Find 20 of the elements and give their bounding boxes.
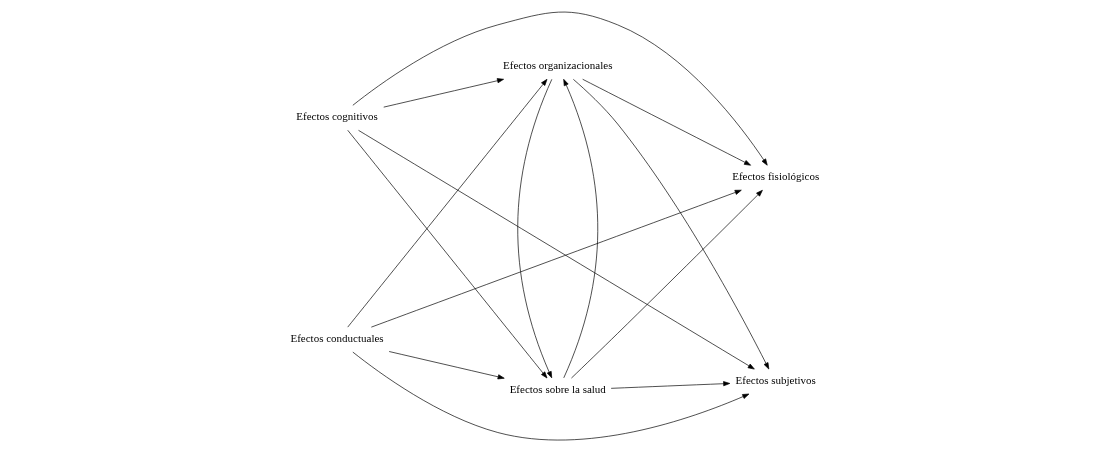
arrow — [352, 11, 768, 166]
arrow — [517, 78, 553, 378]
node-text: Efectos cognitivos — [296, 109, 378, 122]
arrow — [388, 350, 505, 379]
arrow — [582, 78, 751, 166]
arrow — [358, 129, 755, 369]
arrow — [573, 78, 770, 369]
arrow — [370, 189, 742, 327]
node-text: Efectos fisiológicos — [732, 169, 820, 182]
node-text: Efectos sobre la salud — [509, 382, 606, 395]
arrow — [563, 78, 599, 378]
node-text: Efectos subjetivos — [735, 373, 816, 386]
arrow — [347, 78, 548, 327]
arrow — [352, 351, 750, 440]
node-text: Efectos organizacionales — [503, 58, 613, 71]
node-text: Efectos conductuales — [290, 331, 384, 344]
arrow — [610, 380, 731, 389]
arrow — [383, 77, 504, 107]
arrow — [347, 129, 548, 378]
arrow — [571, 189, 763, 378]
